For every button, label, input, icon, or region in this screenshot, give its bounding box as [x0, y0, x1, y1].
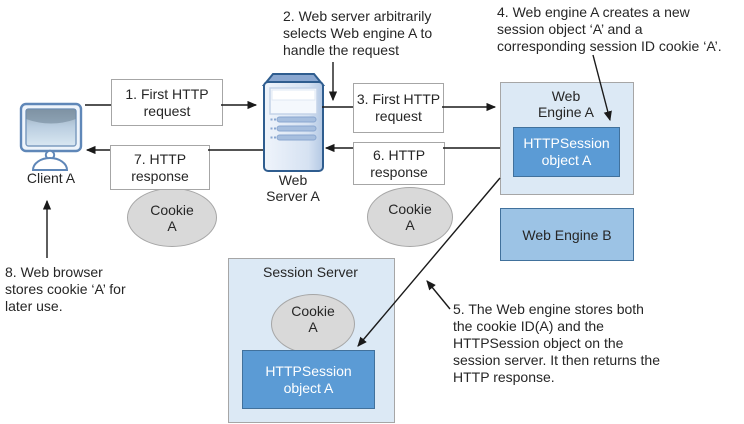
web-engine-a-title: Web Engine A: [537, 88, 595, 120]
client-label: Client A: [26, 170, 76, 186]
message-box-step3: 3. First HTTP request: [353, 83, 444, 133]
annotation-step4: 4. Web engine A creates a new session ob…: [497, 4, 722, 54]
step7-label: 7. HTTP response: [131, 150, 189, 184]
cookie-a-server-ellipse: Cookie A: [367, 187, 453, 247]
step1-label: 1. First HTTP request: [125, 85, 209, 119]
httpsession-object-engine-a: HTTPSession object A: [513, 127, 620, 177]
cookie-a-session-label: Cookie A: [291, 303, 335, 335]
step6-label: 6. HTTP response: [370, 146, 428, 180]
session-server-title: Session Server: [263, 264, 358, 280]
httpsession-engine-a-label: HTTPSession object A: [523, 135, 610, 168]
httpsession-object-session-server: HTTPSession object A: [242, 350, 375, 409]
message-box-step1: 1. First HTTP request: [111, 79, 223, 126]
web-engine-b-label: Web Engine B: [522, 226, 612, 243]
message-box-step7: 7. HTTP response: [110, 145, 210, 190]
message-box-step6: 6. HTTP response: [353, 142, 445, 185]
cookie-a-client-label: Cookie A: [150, 201, 194, 234]
annotation-step2: 2. Web server arbitrarily selects Web en…: [283, 8, 433, 58]
annotation-step8: 8. Web browser stores cookie ‘A’ for lat…: [5, 264, 126, 314]
httpsession-session-server-label: HTTPSession object A: [265, 362, 352, 396]
web-server-icon: [261, 73, 326, 172]
step3-label: 3. First HTTP request: [356, 91, 441, 124]
web-server-label: Web Server A: [266, 172, 320, 204]
cookie-a-client-ellipse: Cookie A: [127, 188, 217, 247]
cookie-a-server-label: Cookie A: [388, 201, 432, 233]
client-computer-icon: [19, 102, 83, 171]
annotation-step5: 5. The Web engine stores both the cookie…: [453, 301, 660, 385]
web-engine-b-node: Web Engine B: [500, 208, 634, 261]
arrow-step5-leader: [426, 280, 451, 310]
cookie-a-session-ellipse: Cookie A: [271, 294, 355, 354]
